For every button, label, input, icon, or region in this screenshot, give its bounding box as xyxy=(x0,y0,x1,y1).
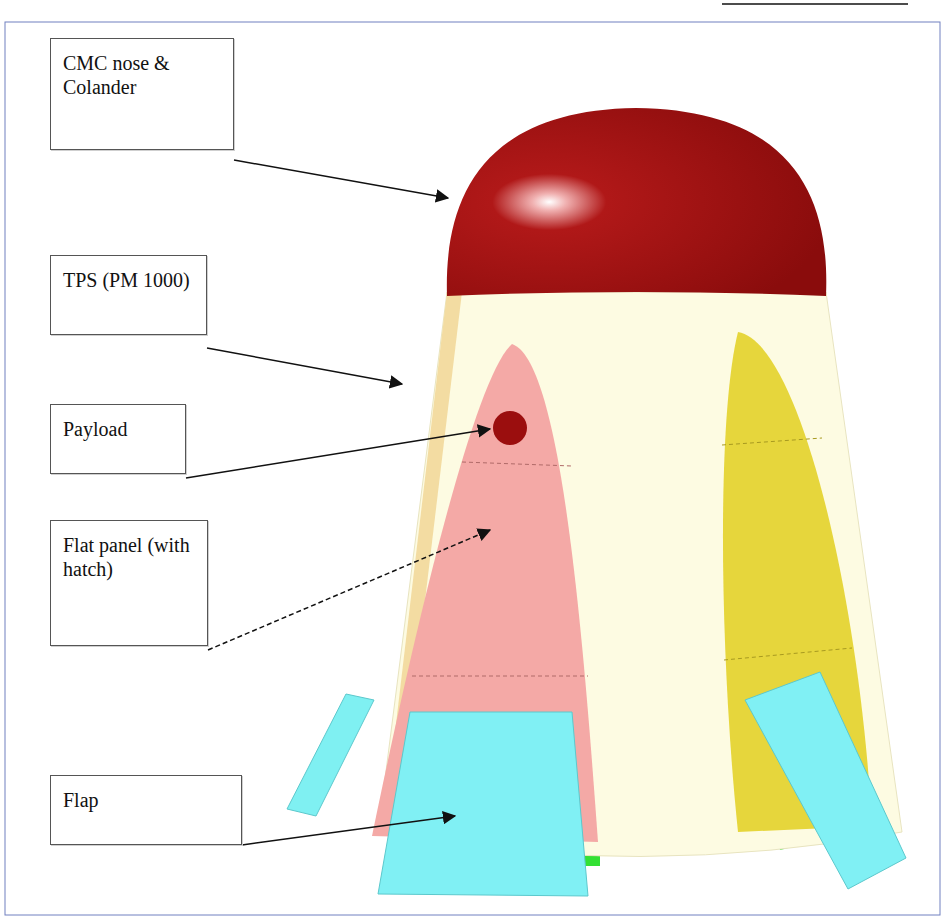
top-rule xyxy=(722,3,908,5)
side-flap xyxy=(287,694,374,816)
callout-box: CMC nose & Colander xyxy=(50,38,234,150)
cmc-nose xyxy=(447,108,826,296)
callout-box: Payload xyxy=(50,404,186,474)
payload-port xyxy=(493,411,527,445)
callout-label: TPS (PM 1000) xyxy=(63,268,194,292)
callout-box: Flap xyxy=(50,775,242,845)
leader-line xyxy=(234,160,448,198)
panel-seam xyxy=(722,438,822,445)
callout-label: CMC nose & Colander xyxy=(63,51,221,99)
callout-label: Flat panel (with hatch) xyxy=(63,533,195,581)
front-flap xyxy=(378,712,588,896)
frame xyxy=(5,22,940,915)
leader-line xyxy=(207,348,402,384)
leader-line xyxy=(208,530,490,650)
callout-label: Payload xyxy=(63,417,173,441)
panel-seam xyxy=(462,462,572,466)
leader-line xyxy=(242,816,455,845)
callout-box: Flat panel (with hatch) xyxy=(50,520,208,646)
panel-seam xyxy=(724,648,852,660)
right-flap xyxy=(745,672,906,889)
leader-line xyxy=(186,429,490,478)
callout-label: Flap xyxy=(63,788,229,812)
callout-box: TPS (PM 1000) xyxy=(50,255,207,335)
panel-seam xyxy=(412,676,588,677)
